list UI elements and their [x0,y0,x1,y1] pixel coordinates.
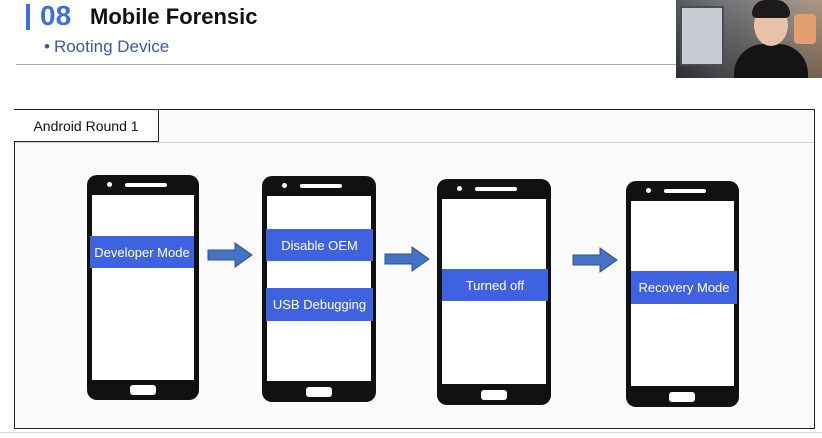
panel-divider [15,142,814,143]
home-button-icon [481,390,507,400]
arrow-right-icon [207,242,253,268]
step-label-usb-debugging: USB Debugging [266,288,373,321]
slide-bottom-edge [0,432,822,433]
home-button-icon [130,385,156,395]
step-label-turned-off: Turned off [442,269,548,301]
title-accent-bar [26,4,30,30]
speaker-icon [125,183,167,187]
page-title: Mobile Forensic [90,4,258,29]
arrow-right-icon [384,246,430,272]
arrow-right-icon [572,247,618,273]
phone-1 [87,175,199,400]
panel-label: Android Round 1 [14,110,159,142]
home-button-icon [669,392,695,402]
camera-icon [107,182,112,187]
webcam-video-feed [676,0,822,78]
camera-icon [646,188,651,193]
step-label-developer-mode: Developer Mode [90,236,194,268]
speaker-icon [300,184,342,188]
header-divider [16,64,676,65]
bullet-icon: • [44,37,50,56]
subtitle-text: Rooting Device [53,37,170,56]
speaker-icon [664,189,706,193]
camera-icon [457,186,462,191]
section-number: 08 [40,0,72,31]
step-label-recovery-mode: Recovery Mode [631,271,737,304]
phone-screen [92,195,194,380]
step-label-disable-oem: Disable OEM [266,229,373,261]
page-subtitle: •Rooting Device [44,37,169,57]
camera-icon [282,183,287,188]
home-button-icon [306,387,332,397]
speaker-icon [475,187,517,191]
